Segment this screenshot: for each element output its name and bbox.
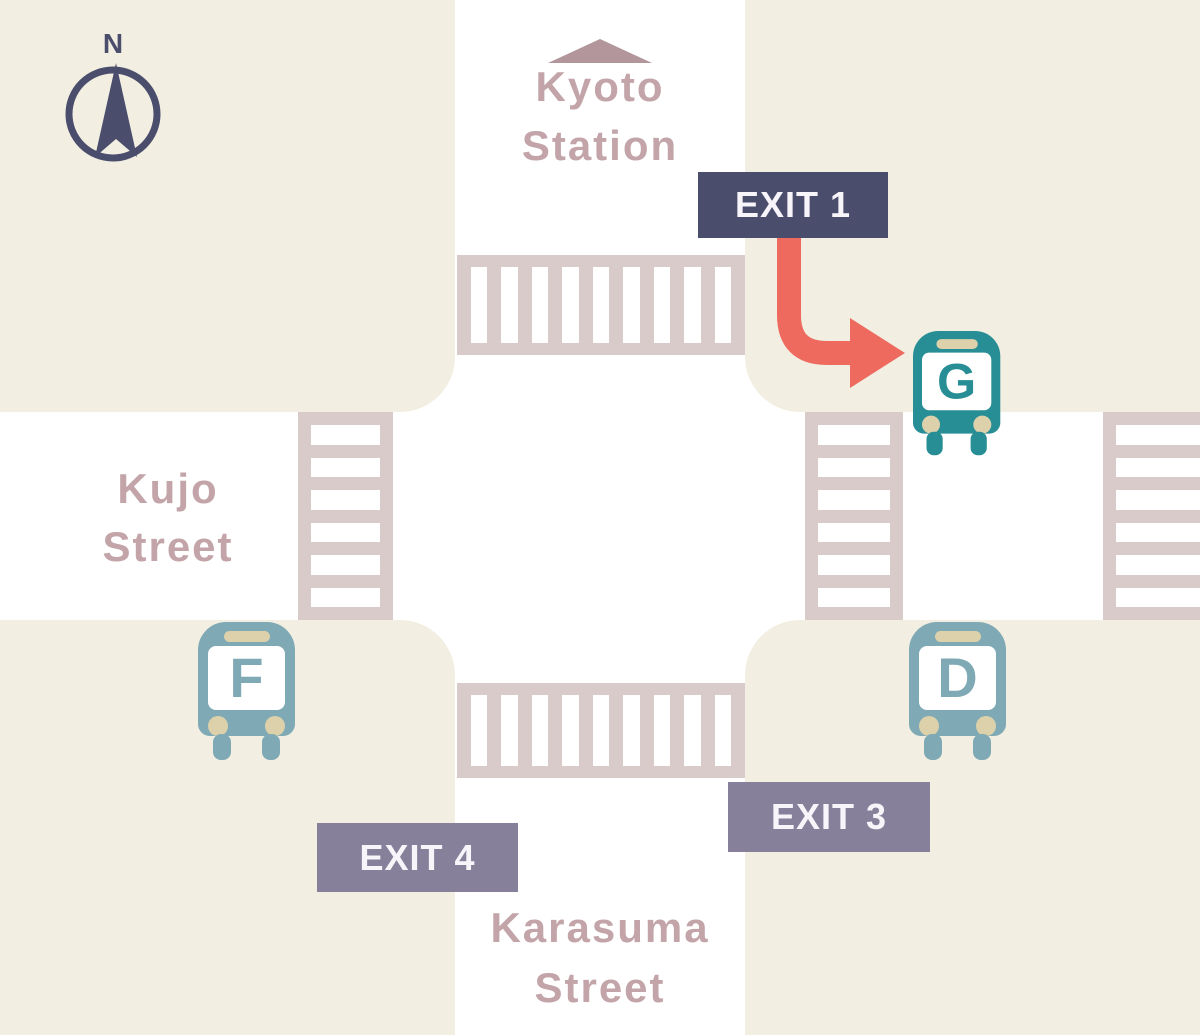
compass-rose-icon: [65, 63, 161, 162]
crosswalk-stripe: [730, 267, 745, 343]
crosswalk-stripe: [818, 509, 890, 523]
crosswalk-stripe: [517, 695, 532, 766]
crosswalk-stripe: [548, 695, 563, 766]
street-name-karasuma-line1: Karasuma: [490, 904, 710, 951]
crosswalk-stripe: [1116, 477, 1200, 490]
crosswalk-stripe: [548, 267, 563, 343]
crosswalk-stripe: [639, 695, 654, 766]
crosswalk-stripe: [639, 267, 654, 343]
crosswalk-stripe: [1116, 574, 1200, 588]
exit-1-badge: EXIT 1: [698, 172, 888, 238]
street-name-karasuma: Karasuma Street: [430, 898, 770, 1018]
crosswalk-stripe: [670, 267, 685, 343]
crosswalk-stripe: [818, 607, 890, 620]
crosswalk-stripe: [311, 412, 380, 425]
exit-4-badge: EXIT 4: [317, 823, 518, 892]
compass-north-label: N: [102, 28, 124, 59]
crosswalk-stripe: [1116, 509, 1200, 523]
crosswalk-stripe: [609, 695, 624, 766]
crosswalk-stripe: [311, 542, 380, 555]
crosswalk-far-east: [1103, 412, 1200, 620]
crosswalk-stripe: [818, 412, 890, 425]
crosswalk-stripe: [311, 509, 380, 523]
crosswalk-south: [457, 683, 745, 778]
exit-1-label: EXIT 1: [734, 184, 852, 225]
crosswalk-stripe: [609, 267, 624, 343]
crosswalk-stripe: [1116, 412, 1200, 425]
crosswalk-stripe: [311, 477, 380, 490]
station-name-line2: Station: [521, 122, 679, 169]
street-name-kujo: Kujo Street: [48, 460, 288, 576]
crosswalk-stripe: [1116, 444, 1200, 458]
bus-stop-f: F: [198, 622, 295, 760]
crosswalk-stripe: [578, 695, 593, 766]
street-name-kujo-line2: Street: [102, 523, 234, 570]
bus-icon: D: [909, 622, 1006, 760]
route-arrow-icon: [777, 237, 905, 388]
city-block-northwest: [0, 0, 455, 412]
crosswalk-stripe: [311, 574, 380, 588]
crosswalk-stripe: [311, 444, 380, 458]
crosswalk-stripe: [457, 267, 471, 343]
station-roof-icon: [548, 39, 652, 63]
bus-icon: G: [913, 331, 1001, 456]
crosswalk-stripe: [818, 574, 890, 588]
crosswalk-east: [805, 412, 903, 620]
station-name-line1: Kyoto: [535, 63, 665, 110]
crosswalk-stripe: [517, 267, 532, 343]
crosswalk-stripe: [1116, 542, 1200, 555]
crosswalk-stripe: [311, 607, 380, 620]
bus-stop-d-label: D: [937, 646, 978, 709]
exit-4-label: EXIT 4: [359, 836, 476, 878]
crosswalk-stripe: [670, 695, 685, 766]
crosswalk-stripe: [700, 267, 715, 343]
bus-stop-d: D: [909, 622, 1006, 760]
bus-icon: F: [198, 622, 295, 760]
crosswalk-stripe: [487, 695, 502, 766]
crosswalk-stripe: [818, 542, 890, 555]
crosswalk-stripe: [457, 695, 471, 766]
crosswalk-stripe: [700, 695, 715, 766]
crosswalk-stripe: [1116, 607, 1200, 620]
bus-stop-g-label: G: [937, 352, 977, 410]
bus-stop-g: G: [913, 331, 1010, 469]
crosswalk-west: [298, 412, 393, 620]
exit-3-label: EXIT 3: [770, 796, 888, 837]
crosswalk-stripe: [487, 267, 502, 343]
crosswalk-stripe: [818, 444, 890, 458]
street-name-kujo-line1: Kujo: [117, 465, 219, 512]
bus-stop-f-label: F: [229, 646, 264, 709]
station-name: Kyoto Station: [450, 57, 750, 175]
crosswalk-stripe: [818, 477, 890, 490]
street-name-karasuma-line2: Street: [534, 964, 666, 1011]
crosswalk-stripe: [578, 267, 593, 343]
crosswalk-stripe: [730, 695, 745, 766]
crosswalk-north: [457, 255, 745, 355]
exit-3-badge: EXIT 3: [728, 782, 930, 852]
